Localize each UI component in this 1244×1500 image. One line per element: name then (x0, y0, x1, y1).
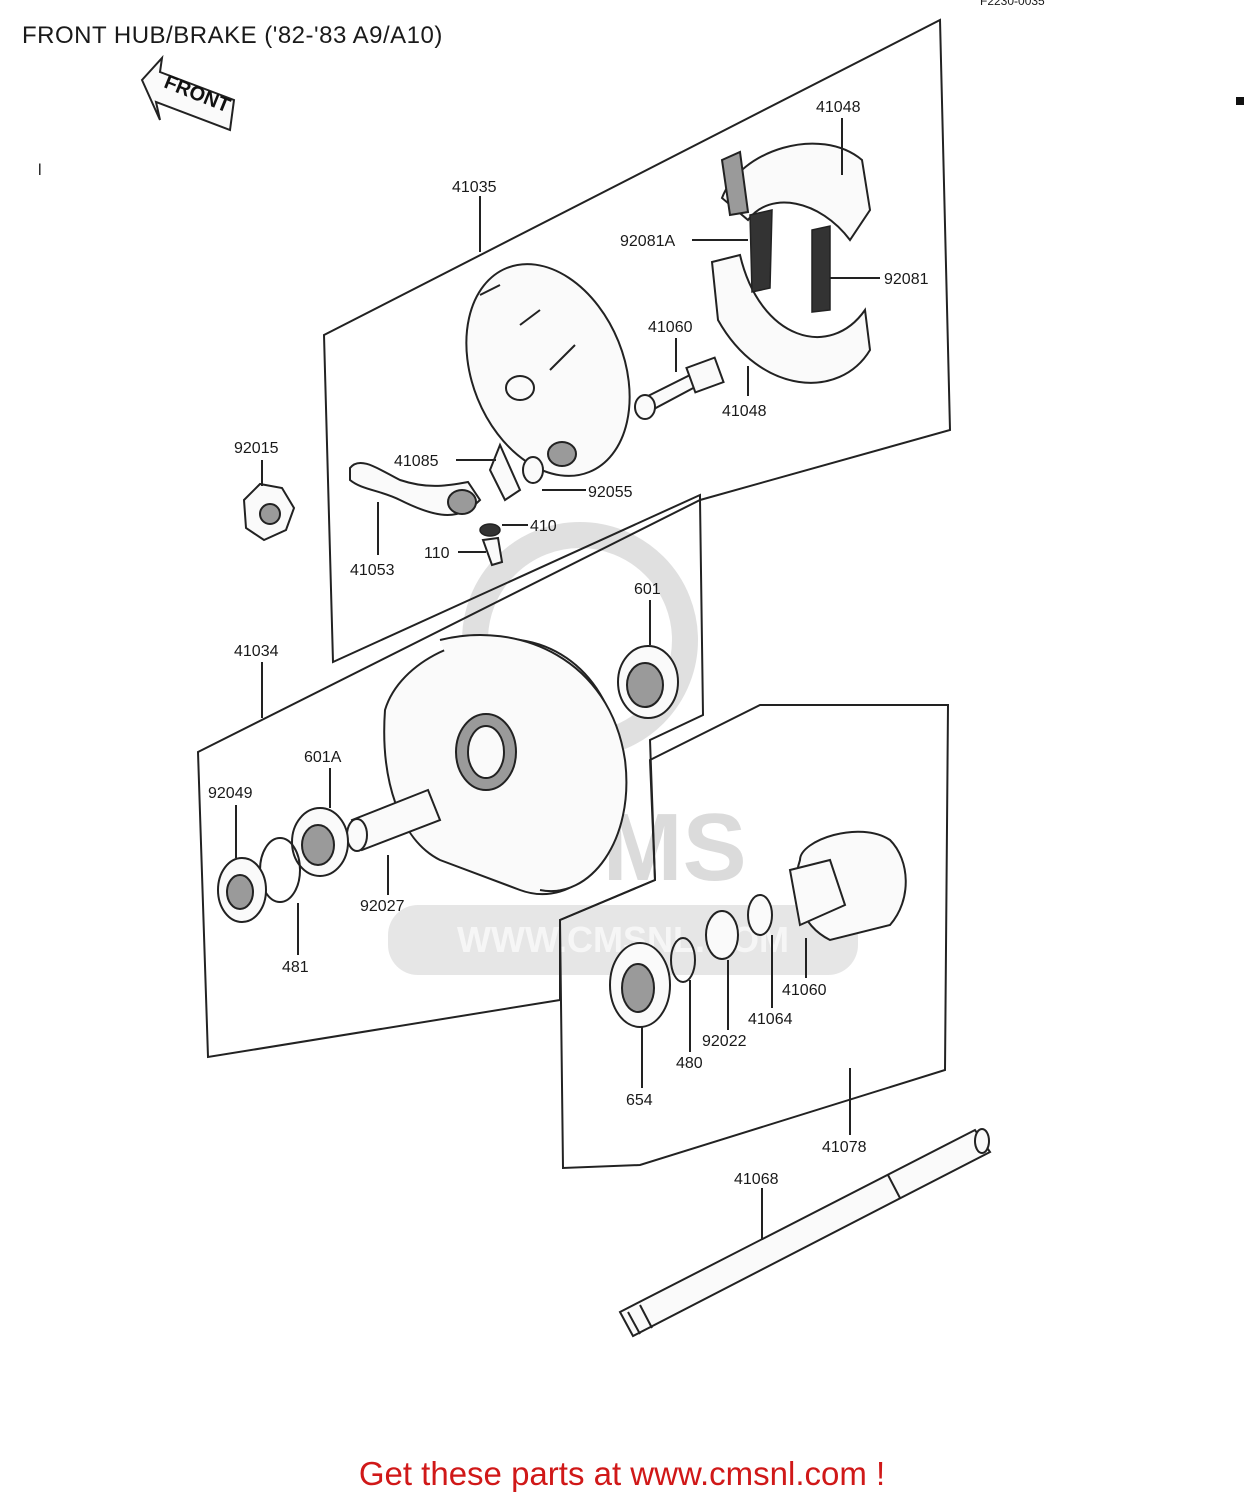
callout-654: 654 (626, 1092, 653, 1109)
stray-mark: l (38, 162, 42, 179)
oil-seal-92049 (217, 857, 267, 923)
callout-92055: 92055 (588, 484, 633, 501)
washer-410 (479, 523, 501, 537)
wear-indicator (488, 442, 522, 502)
washer-41064 (747, 894, 773, 936)
callout-481: 481 (282, 959, 309, 976)
brake-spring-92081a (749, 209, 773, 293)
callout-41085: 41085 (394, 453, 439, 470)
group-outline-gearbox (558, 704, 950, 1170)
page-title: FRONT HUB/BRAKE ('82-'83 A9/A10) (22, 22, 443, 49)
oil-seal-654 (609, 942, 671, 1028)
callout-labels: 41048 41035 92081A 92081 41060 41048 920… (208, 99, 929, 1188)
edge-mark (1236, 97, 1244, 105)
brake-cam (634, 356, 725, 420)
spacer-92027 (346, 788, 442, 852)
callout-41034: 41034 (234, 643, 279, 660)
callout-41048-upper: 41048 (816, 99, 861, 116)
footer-link[interactable]: Get these parts at www.cmsnl.com ! (358, 1455, 886, 1492)
bearing-601 (617, 645, 679, 719)
callout-410: 410 (530, 518, 557, 535)
callout-41035: 41035 (452, 179, 497, 196)
callout-601a: 601A (304, 749, 342, 766)
callout-92027: 92027 (360, 898, 405, 915)
callout-41060-gearbox: 41060 (782, 982, 827, 999)
callout-41068: 41068 (734, 1171, 779, 1188)
circlip-480 (670, 937, 696, 983)
watermark-url-band (388, 905, 858, 975)
callout-41060-cam: 41060 (648, 319, 693, 336)
front-axle (618, 1128, 992, 1338)
callout-92022: 92022 (702, 1033, 747, 1050)
axle-nut (242, 482, 296, 542)
callout-41048-lower: 41048 (722, 403, 767, 420)
bearing-601a (291, 807, 349, 877)
callout-92081: 92081 (884, 271, 929, 288)
brake-spring-92081 (811, 225, 831, 313)
brake-shoe-lower (710, 253, 872, 384)
brake-panel (465, 263, 631, 477)
callout-92081a: 92081A (620, 233, 675, 250)
front-arrow-icon: FRONT (140, 54, 236, 132)
leader-lines (235, 118, 880, 1240)
o-ring-92055 (522, 456, 544, 484)
drawing-code: F2230-0035 (980, 0, 1045, 8)
callout-92015: 92015 (234, 440, 279, 457)
callout-92049: 92049 (208, 785, 253, 802)
washer-92022 (705, 910, 739, 960)
meter-gear-housing (788, 830, 907, 942)
callout-41053: 41053 (350, 562, 395, 579)
callout-480: 480 (676, 1055, 703, 1072)
brake-shoe-upper (720, 142, 872, 242)
callout-41064: 41064 (748, 1011, 793, 1028)
callout-110: 110 (424, 545, 450, 562)
callout-41078: 41078 (822, 1139, 867, 1156)
wheel-hub (383, 634, 628, 895)
brake-cam-lever (349, 461, 482, 516)
bolt-110 (481, 536, 504, 567)
callout-601: 601 (634, 581, 661, 598)
